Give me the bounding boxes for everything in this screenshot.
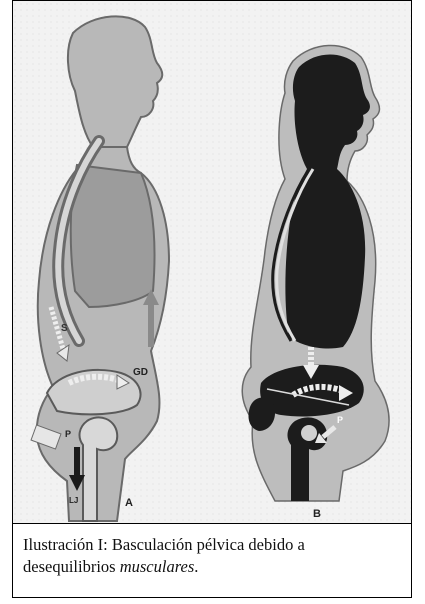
figure-a-label-p: P — [65, 429, 71, 439]
figure-b-panel-label: B — [313, 508, 321, 520]
figure-a-label-gd: GD — [133, 367, 148, 378]
figure-b-label-p: P — [337, 415, 343, 425]
posture-illustration: S GD P LJ A — [13, 1, 411, 524]
posture-illustration-svg: S GD P LJ A — [13, 1, 411, 523]
figure-a-label-lj: LJ — [69, 496, 78, 505]
figure-a-panel-label: A — [125, 497, 133, 509]
caption-emphasis: musculares — [120, 557, 195, 576]
figure-caption: Ilustración I: Basculación pélvica debid… — [23, 534, 401, 578]
figure-a-label-s: S — [61, 323, 68, 334]
figure-frame: S GD P LJ A — [12, 0, 412, 598]
caption-suffix: . — [194, 557, 198, 576]
figure-b-hip-joint — [301, 425, 317, 441]
figure-a-ribcage — [71, 165, 155, 307]
